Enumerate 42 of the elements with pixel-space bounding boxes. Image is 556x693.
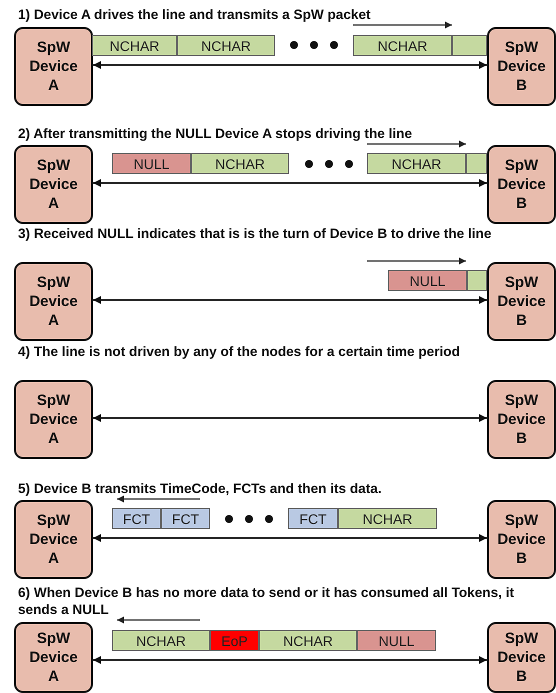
device-box: SpW Device B: [487, 500, 556, 579]
double-arrow: [93, 61, 487, 69]
device-box: SpW Device A: [14, 380, 93, 459]
step-heading: 3) Received NULL indicates that is is the turn of Device B to drive the line: [18, 225, 492, 242]
step-heading: 2) After transmitting the NULL Device A stops driving the line: [18, 125, 414, 142]
step-heading: 4) The line is not driven by any of the nodes for a certain time period: [18, 343, 461, 360]
character-cell: FCT: [161, 508, 210, 529]
step-heading: 5) Device B transmits TimeCode, FCTs and then its data.: [18, 480, 383, 497]
step-heading: 6) When Device B has no more data to send or it has consumed all Tokens, it sends a NULL: [18, 584, 516, 618]
character-cell: [452, 35, 487, 56]
character-cell: NULL: [112, 153, 191, 174]
double-arrow: [93, 656, 487, 664]
device-box: SpW Device A: [14, 27, 93, 106]
character-cell: NCHAR: [177, 35, 275, 56]
character-cell: FCT: [112, 508, 161, 529]
character-cell: NCHAR: [367, 153, 466, 174]
step-heading: 1) Device A drives the line and transmits a SpW packet: [18, 6, 372, 23]
character-cell: NCHAR: [259, 630, 357, 651]
character-cell: NCHAR: [338, 508, 437, 529]
double-arrow: [93, 296, 487, 304]
character-cell: NCHAR: [112, 630, 210, 651]
device-box: SpW Device B: [487, 145, 556, 224]
character-cell: FCT: [288, 508, 338, 529]
character-cell: [467, 270, 487, 291]
device-box: SpW Device A: [14, 262, 93, 341]
character-cell: [466, 153, 487, 174]
device-box: SpW Device B: [487, 27, 556, 106]
device-box: SpW Device B: [487, 262, 556, 341]
device-box: SpW Device A: [14, 145, 93, 224]
double-arrow: [93, 179, 487, 187]
character-cell: NCHAR: [353, 35, 452, 56]
character-cell: NULL: [357, 630, 436, 651]
double-arrow: [93, 534, 487, 542]
double-arrow: [93, 414, 487, 422]
character-cell: EoP: [210, 630, 259, 651]
device-box: SpW Device A: [14, 500, 93, 579]
device-box: SpW Device A: [14, 622, 93, 693]
device-box: SpW Device B: [487, 622, 556, 693]
character-cell: NULL: [388, 270, 467, 291]
character-cell: NCHAR: [191, 153, 289, 174]
character-cell: NCHAR: [92, 35, 177, 56]
device-box: SpW Device B: [487, 380, 556, 459]
